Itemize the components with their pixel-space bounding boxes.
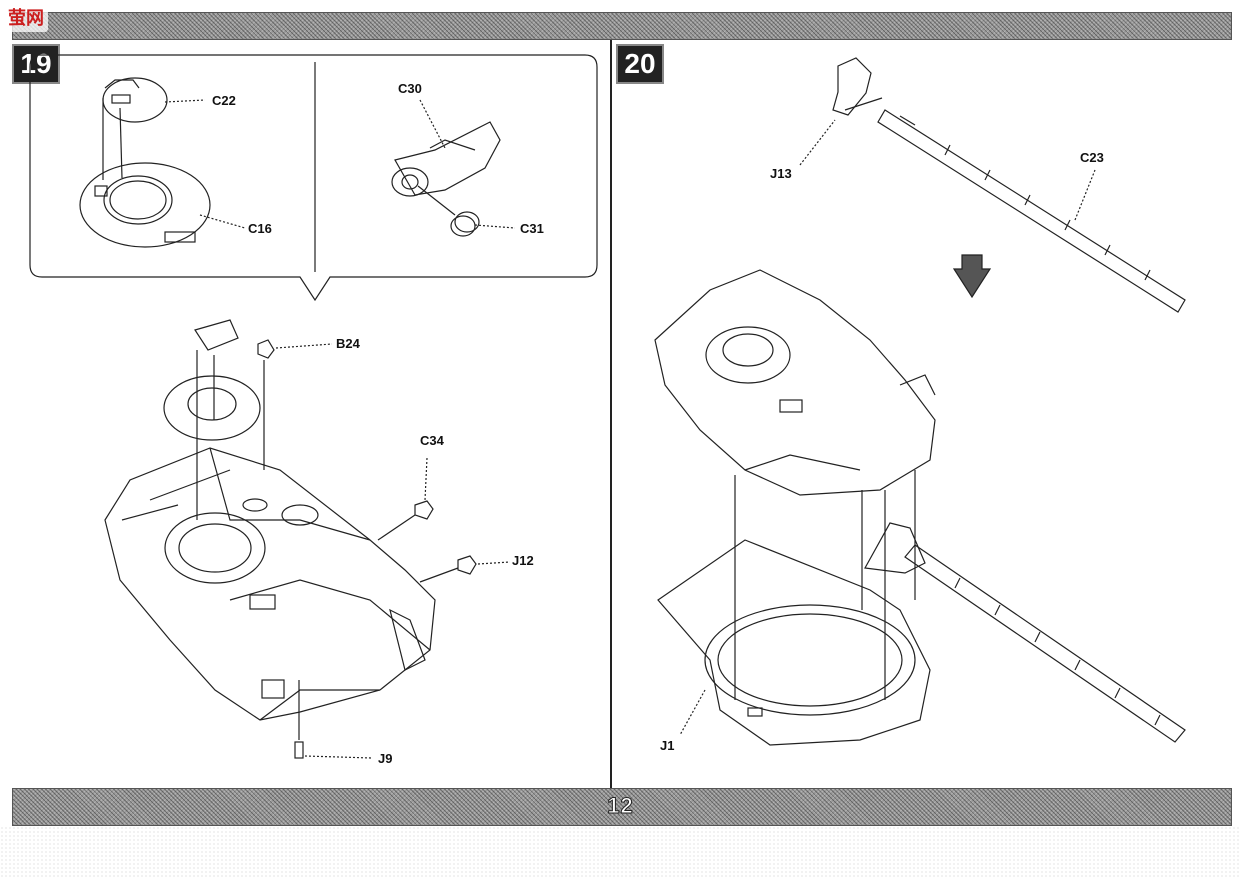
label-b24: B24	[336, 336, 360, 351]
step-20-barrel-top	[832, 57, 1186, 313]
footer-texture	[0, 826, 1241, 878]
label-c31: C31	[520, 221, 544, 236]
down-arrow	[952, 254, 992, 299]
part-c30-drawing	[391, 121, 501, 197]
part-c22-drawing	[102, 77, 168, 123]
part-c16-drawing	[79, 162, 211, 248]
bottom-banner	[12, 788, 1232, 826]
part-j9-drawing	[294, 741, 304, 759]
step-19-badge: 19	[12, 44, 60, 84]
label-c34: C34	[420, 433, 444, 448]
page-number: 12	[607, 793, 634, 819]
label-c30: C30	[398, 81, 422, 96]
label-c16: C16	[248, 221, 272, 236]
step-20-turret	[654, 269, 936, 496]
label-j13: J13	[770, 166, 792, 181]
hatch-ring-19	[163, 319, 261, 441]
step-divider	[610, 40, 612, 788]
part-j12-drawing	[457, 555, 477, 575]
part-c34-drawing	[414, 500, 434, 520]
label-c23: C23	[1080, 150, 1104, 165]
label-j9: J9	[378, 751, 393, 766]
site-logo: 萤网	[4, 6, 48, 32]
part-j1-drawing	[657, 539, 931, 746]
part-b24-drawing	[257, 339, 275, 359]
callout-box	[29, 54, 598, 302]
step-20-badge: 20	[616, 44, 664, 84]
part-c31-drawing	[450, 211, 480, 237]
step-20-barrel-bottom	[864, 522, 1186, 743]
label-c22: C22	[212, 93, 236, 108]
step-19-turret	[104, 447, 436, 721]
top-banner	[12, 12, 1232, 40]
label-j12: J12	[512, 553, 534, 568]
label-j1: J1	[660, 738, 675, 753]
